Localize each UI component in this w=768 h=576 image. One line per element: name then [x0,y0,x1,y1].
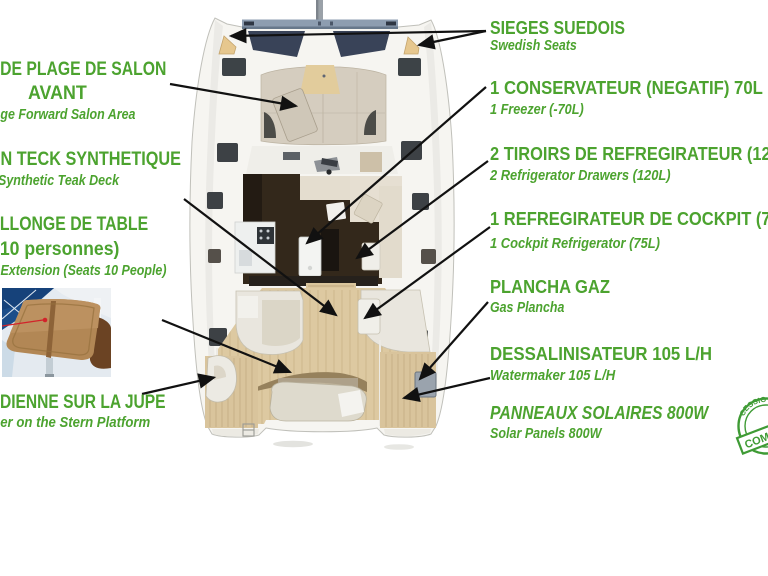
svg-text:CESSIO: CESSIO [738,395,767,418]
